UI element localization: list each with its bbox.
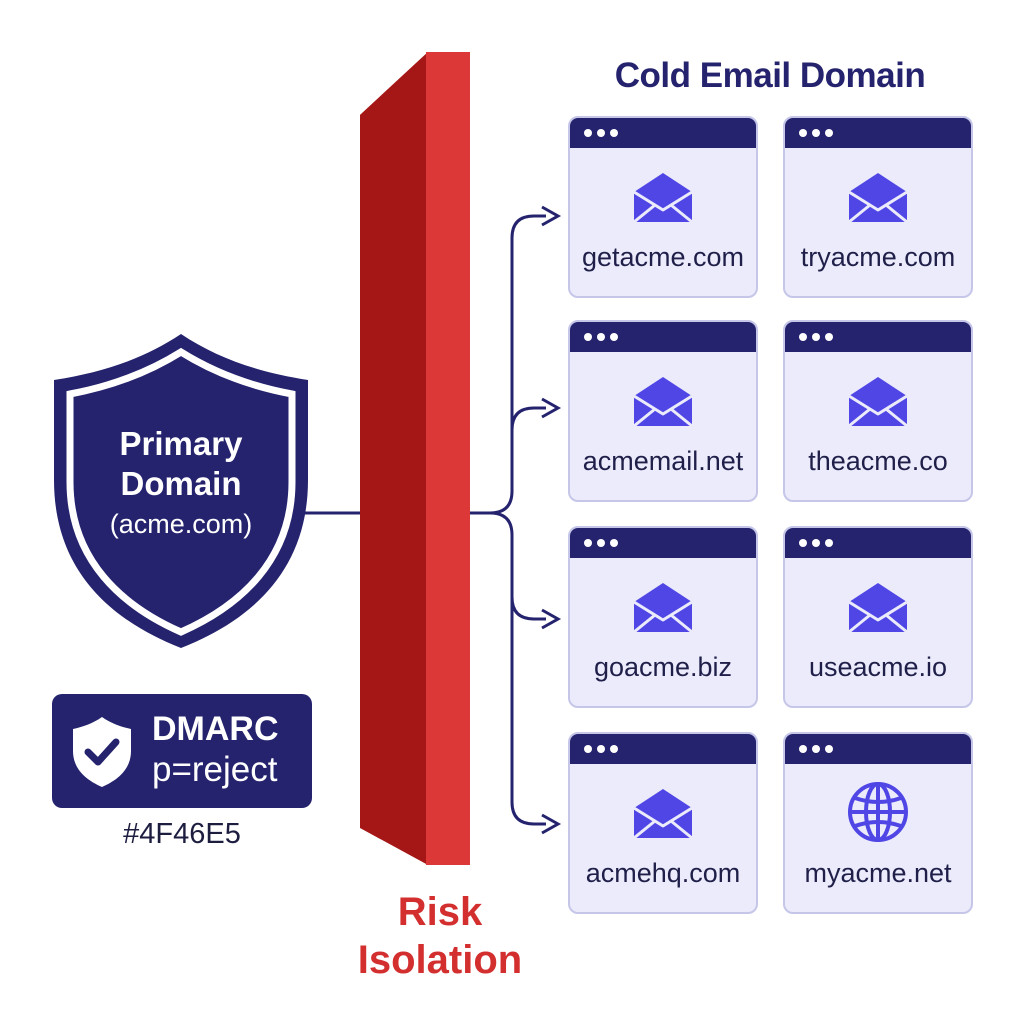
primary-domain-text: Primary Domain (acme.com) <box>50 424 312 542</box>
domain-card: useacme.io <box>783 526 973 708</box>
branch-arrow-2 <box>510 406 546 431</box>
window-title-bar <box>785 118 971 148</box>
domain-card: tryacme.com <box>783 116 973 298</box>
window-title-bar <box>570 528 756 558</box>
domain-card: goacme.biz <box>568 526 758 708</box>
dmarc-title: DMARC <box>152 710 279 748</box>
envelope-icon <box>631 170 695 231</box>
window-dots-icon <box>584 333 623 351</box>
window-title-bar <box>570 734 756 764</box>
shield-icon <box>54 334 308 648</box>
window-title-bar <box>785 734 971 764</box>
hex-color-code: #4F46E5 <box>123 818 241 850</box>
domain-card: acmehq.com <box>568 732 758 914</box>
cold-domain-title: Cold Email Domain <box>614 56 926 95</box>
risk-isolation-label: Risk Isolation <box>330 888 550 984</box>
globe-icon <box>846 782 910 849</box>
window-dots-icon <box>584 539 623 557</box>
wall-side <box>360 52 428 865</box>
risk-label: Risk <box>397 890 483 934</box>
domain-card: acmemail.net <box>568 320 758 502</box>
domain-card: getacme.com <box>568 116 758 298</box>
primary-domain-shield: Primary Domain (acme.com) <box>50 330 312 652</box>
domain-name: useacme.io <box>808 652 948 682</box>
isolation-label: Isolation <box>357 938 523 982</box>
branch-arrow-1 <box>470 214 546 515</box>
window-dots-icon <box>799 745 838 763</box>
domain-name: tryacme.com <box>800 242 956 272</box>
envelope-icon <box>631 786 695 847</box>
domain-name: myacme.net <box>804 858 952 888</box>
wall-face <box>426 52 470 865</box>
arrowhead-4 <box>541 813 562 835</box>
domain-name: theacme.co <box>808 446 948 476</box>
window-title-bar <box>570 322 756 352</box>
envelope-icon <box>631 374 695 435</box>
envelope-icon <box>846 374 910 435</box>
primary-label: Primary <box>119 425 243 462</box>
window-dots-icon <box>799 539 838 557</box>
arrowhead-2 <box>541 397 562 419</box>
arrowhead-1 <box>541 205 562 227</box>
primary-domain-name: (acme.com) <box>109 509 253 539</box>
shield-check-icon <box>73 717 131 787</box>
window-dots-icon <box>799 129 838 147</box>
window-dots-icon <box>584 129 623 147</box>
domain-name: goacme.biz <box>593 652 733 682</box>
domain-label: Domain <box>120 465 242 502</box>
dmarc-badge: DMARC p=reject <box>52 694 312 808</box>
window-title-bar <box>785 322 971 352</box>
domain-card: myacme.net <box>783 732 973 914</box>
envelope-icon <box>631 580 695 641</box>
domain-name: getacme.com <box>581 242 745 272</box>
window-dots-icon <box>584 745 623 763</box>
window-dots-icon <box>799 333 838 351</box>
domain-name: acmemail.net <box>582 446 744 476</box>
arrowhead-3 <box>541 608 562 630</box>
window-title-bar <box>785 528 971 558</box>
branch-arrow-4 <box>510 597 546 826</box>
window-title-bar <box>570 118 756 148</box>
domain-name: acmehq.com <box>585 858 741 888</box>
envelope-icon <box>846 170 910 231</box>
envelope-icon <box>846 580 910 641</box>
dmarc-policy: p=reject <box>152 750 278 789</box>
domain-card: theacme.co <box>783 320 973 502</box>
